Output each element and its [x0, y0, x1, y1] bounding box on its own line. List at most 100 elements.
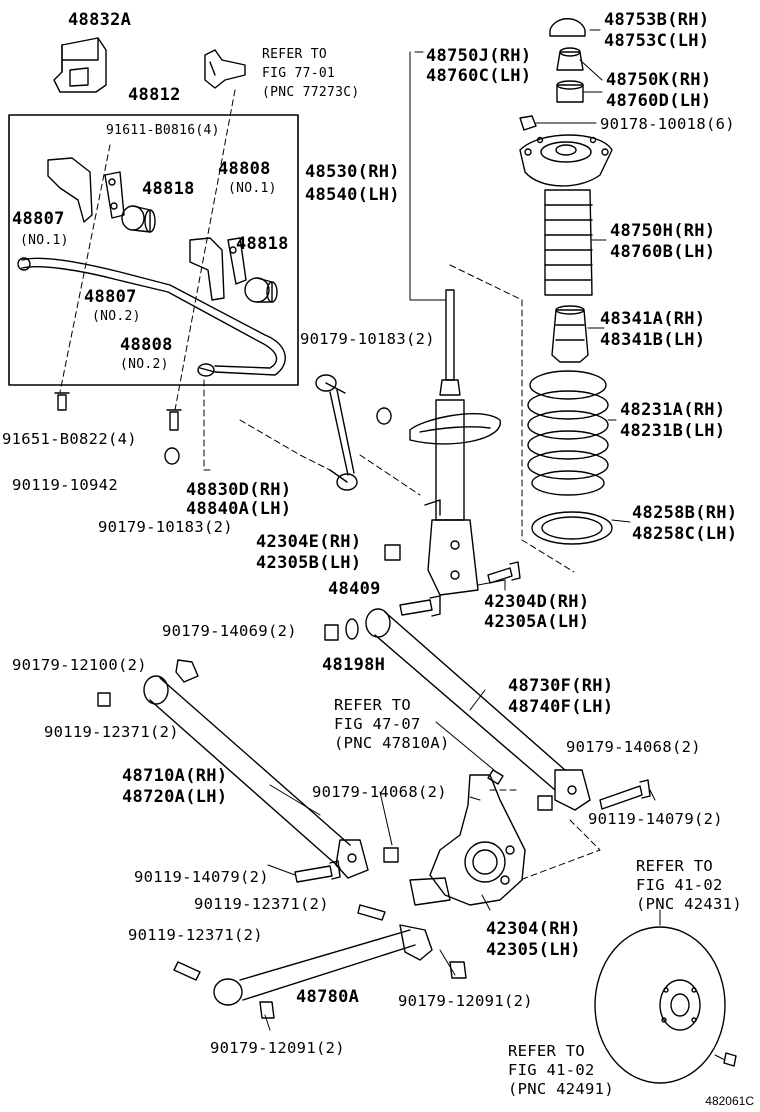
nut-90179-14068-b-part	[383, 847, 399, 863]
nut-90179-14069-part	[324, 624, 339, 641]
label-48540: 48540(LH)	[305, 185, 400, 205]
screw-42491-part	[723, 1052, 737, 1067]
bushing-48818-a-part	[121, 205, 156, 233]
label-48760B: 48760B(LH)	[610, 242, 716, 262]
label-48530: 48530(RH)	[305, 162, 400, 182]
label-48750J: 48750J(RH)	[426, 46, 532, 66]
label-90179-14069: 90179-14069(2)	[162, 622, 297, 640]
nut-90178-part	[519, 115, 537, 131]
label-48807-a-sub: (NO.1)	[20, 233, 69, 248]
nut-90179-14068-a-part	[537, 795, 553, 811]
label-48808-a-sub: (NO.1)	[228, 181, 277, 196]
nut-90119-12371-a-part	[97, 692, 111, 707]
nut-90179-12091-b-part	[259, 1001, 275, 1019]
label-48341A: 48341A(RH)	[600, 309, 706, 329]
nut-90179-10183-b-part	[376, 407, 392, 425]
label-48812: 48812	[128, 85, 181, 105]
label-48740F: 48740F(LH)	[508, 697, 614, 717]
label-48750K: 48750K(RH)	[606, 70, 712, 90]
label-42305B: 42305B(LH)	[256, 553, 362, 573]
washer-48198H-part	[345, 618, 359, 640]
stabilizer-link-48830D-part	[315, 374, 358, 491]
refer-77-line1: REFER TO	[262, 47, 328, 62]
nut-48750J-part	[556, 47, 584, 71]
label-48730F: 48730F(RH)	[508, 676, 614, 696]
label-42304: 42304(RH)	[486, 919, 581, 939]
label-90179-12091-b: 90179-12091(2)	[210, 1039, 345, 1057]
label-42305A: 42305A(LH)	[484, 612, 590, 632]
label-48832A: 48832A	[68, 10, 132, 30]
knuckle-42304-part	[409, 774, 526, 906]
bolt-47810A-part	[487, 769, 504, 785]
bracket-48808-part	[189, 237, 247, 301]
refer-41b-line1: REFER TO	[508, 1042, 586, 1060]
label-48753B: 48753B(RH)	[604, 10, 710, 30]
refer-47-line2: FIG 47-07	[334, 715, 421, 733]
shock-absorber-48530-part	[409, 289, 501, 596]
label-90178: 90178-10018(6)	[600, 115, 735, 133]
label-90179-12100: 90179-12100(2)	[12, 656, 147, 674]
label-48258B: 48258B(RH)	[632, 503, 738, 523]
refer-41b-line3: (PNC 42491)	[508, 1080, 614, 1098]
label-48750H: 48750H(RH)	[610, 221, 716, 241]
bolt-90119-12371-b-part	[357, 904, 386, 921]
refer-77-line3: (PNC 77273C)	[262, 85, 360, 100]
label-90179-14068-b: 90179-14068(2)	[312, 783, 447, 801]
bolt-90119-14079-b-part	[294, 860, 341, 883]
label-48807-a: 48807	[12, 209, 65, 229]
label-48258C: 48258C(LH)	[632, 524, 738, 544]
arm-48780A-part	[213, 924, 433, 1006]
label-90179-10183-b: 90179-10183(2)	[300, 330, 435, 348]
nut-90179-12091-a-part	[449, 961, 467, 979]
label-42304E: 42304E(RH)	[256, 532, 362, 552]
label-48760C: 48760C(LH)	[426, 66, 532, 86]
label-48780A: 48780A	[296, 987, 360, 1007]
label-90179-14068-a: 90179-14068(2)	[566, 738, 701, 756]
refer-41a-line3: (PNC 42431)	[636, 895, 742, 913]
label-48818-b: 48818	[236, 234, 289, 254]
label-90119-10942: 90119-10942	[12, 476, 118, 494]
arm-48730F-part	[365, 608, 591, 811]
label-48807-b: 48807	[84, 287, 137, 307]
label-91651: 91651-B0822(4)	[2, 430, 137, 448]
bolt-90119-12371-c-part	[173, 961, 201, 981]
label-90179-10183-a: 90179-10183(2)	[98, 518, 233, 536]
refer-41b-line2: FIG 41-02	[508, 1061, 595, 1079]
stabilizer-frame	[8, 114, 299, 386]
nut-42304E-part	[384, 544, 401, 561]
refer-41a-line1: REFER TO	[636, 857, 714, 875]
refer-77-line2: FIG 77-01	[262, 66, 336, 81]
refer-47-line3: (PNC 47810A)	[334, 734, 450, 752]
stabilizer-bar-part	[17, 257, 286, 377]
bushing-48818-b-part	[244, 277, 278, 303]
label-48808-b: 48808	[120, 335, 173, 355]
label-90179-12091-a: 90179-12091(2)	[398, 992, 533, 1010]
bolt-48409-part	[399, 595, 441, 617]
label-48341B: 48341B(LH)	[600, 330, 706, 350]
bolt-42304D-part	[487, 561, 521, 584]
label-90119-14079-b: 90119-14079(2)	[134, 868, 269, 886]
label-48830D: 48830D(RH)	[186, 480, 292, 500]
bolt-91651-part	[54, 392, 70, 411]
label-48231A: 48231A(RH)	[620, 400, 726, 420]
cap-48753B-part	[549, 18, 586, 37]
spring-48231A-part	[527, 370, 609, 496]
label-91611: 91611-B0816(4)	[106, 123, 220, 138]
label-48409: 48409	[328, 579, 381, 599]
clamp-77273C-part	[204, 49, 246, 89]
label-90119-12371-c: 90119-12371(2)	[128, 926, 263, 944]
label-48808-b-sub: (NO.2)	[120, 357, 169, 372]
label-48720A: 48720A(LH)	[122, 787, 228, 807]
bolt-90119-14079-a-part	[599, 779, 651, 810]
label-90119-12371-a: 90119-12371(2)	[44, 723, 179, 741]
label-42305: 42305(LH)	[486, 940, 581, 960]
label-48840A: 48840A(LH)	[186, 499, 292, 519]
label-42304D: 42304D(RH)	[484, 592, 590, 612]
bumper-48341A-part	[551, 305, 589, 363]
label-48231B: 48231B(LH)	[620, 421, 726, 441]
label-48753C: 48753C(LH)	[604, 31, 710, 51]
label-90119-14079-a: 90119-14079(2)	[588, 810, 723, 828]
bolt-90119-10942-part	[166, 409, 182, 431]
